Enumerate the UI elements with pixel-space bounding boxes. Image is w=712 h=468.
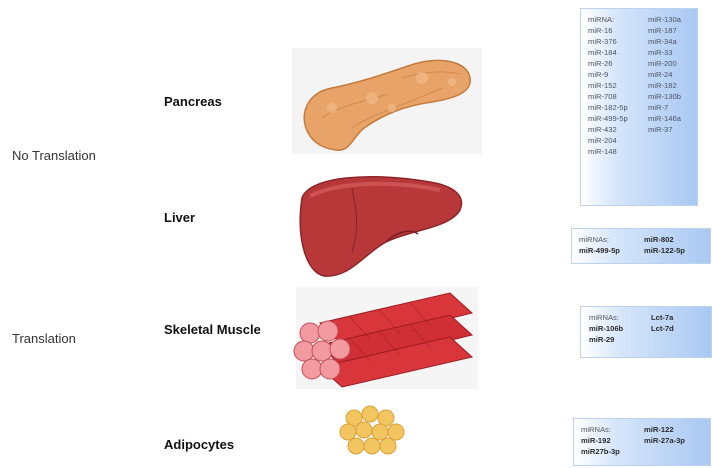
mirna-item: miR-9 xyxy=(588,69,628,80)
mirna-item: miR-37 xyxy=(648,124,681,135)
mirna-item: miR-122-5p xyxy=(644,245,685,256)
no-translation-label: No Translation xyxy=(12,148,96,163)
mirna-item: miRNAs: xyxy=(581,424,620,435)
mirna-item: miR-24 xyxy=(648,69,681,80)
mirna-item: miR-499-5p xyxy=(579,245,620,256)
mirna-item: miR-499-5p xyxy=(588,113,628,124)
mirna-item: Lct-7d xyxy=(651,323,674,334)
mirna-item: miR-26 xyxy=(588,58,628,69)
mirna-item: miR-33 xyxy=(648,47,681,58)
mirna-item: miR-148 xyxy=(588,146,628,157)
mirna-item: miR-27a-3p xyxy=(644,435,685,446)
mirna-item: miR-204 xyxy=(588,135,628,146)
mirna-item: miR-802 xyxy=(644,234,685,245)
mirna-item: miR-106b xyxy=(589,323,623,334)
mirna-item: miR-34a xyxy=(648,36,681,47)
mirna-item: miR-187 xyxy=(648,25,681,36)
pancreas-label: Pancreas xyxy=(164,94,222,109)
mirna-item: miR-708 xyxy=(588,91,628,102)
mirna-item: miR-130b xyxy=(648,91,681,102)
mirna-item: miR27b-3p xyxy=(581,446,620,457)
mirna-item: miR-122 xyxy=(644,424,685,435)
mirna-item: Lct-7a xyxy=(651,312,674,323)
mirna-item: miR-29 xyxy=(589,334,623,345)
mirna-item: miR-182-5p xyxy=(588,102,628,113)
mirna-item: miR-184 xyxy=(588,47,628,58)
translation-label: Translation xyxy=(12,331,76,346)
mirna-item: miRNAs: xyxy=(579,234,620,245)
liver-image xyxy=(290,168,470,284)
mirna-item: miR-152 xyxy=(588,80,628,91)
mirna-item: miR-130a xyxy=(648,14,681,25)
mirna-item: miRNAs: xyxy=(589,312,623,323)
adipocytes-image xyxy=(340,404,406,460)
mirna-item: miR-7 xyxy=(648,102,681,113)
mirna-item: miR-432 xyxy=(588,124,628,135)
mirna-item: miR-182 xyxy=(648,80,681,91)
mirna-item: miR-200 xyxy=(648,58,681,69)
pancreas-image xyxy=(292,48,482,154)
adipocytes-label: Adipocytes xyxy=(164,437,234,452)
skeletal-muscle-image xyxy=(290,283,480,391)
mirna-item: miR-16 xyxy=(588,25,628,36)
liver-label: Liver xyxy=(164,210,195,225)
mirna-item: miR-376 xyxy=(588,36,628,47)
mirna-item: miRNA: xyxy=(588,14,628,25)
mirna-item: miR-192 xyxy=(581,435,620,446)
skeletal-muscle-label: Skeletal Muscle xyxy=(164,322,261,337)
mirna-item: miR-146a xyxy=(648,113,681,124)
